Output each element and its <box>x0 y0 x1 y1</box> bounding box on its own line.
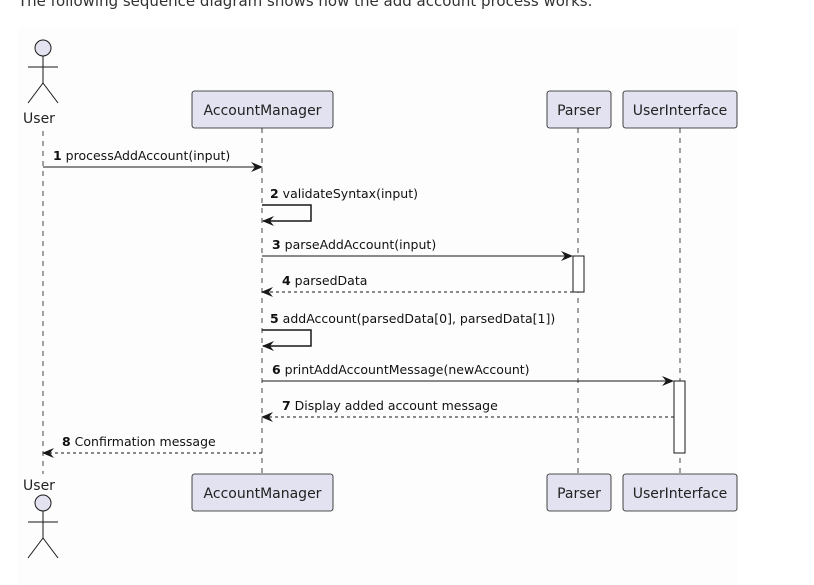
intro-text: The following sequence diagram shows how… <box>18 0 593 10</box>
participant-box-user-interface-top <box>622 90 738 129</box>
participant-box-parser-bottom <box>546 473 612 512</box>
participant-box-account-manager-top <box>191 90 334 129</box>
message-label-7: 7 Display added account message <box>282 398 498 413</box>
message-label-4: 4 parsedData <box>282 273 367 288</box>
message-label-6: 6 printAddAccountMessage(newAccount) <box>272 362 530 377</box>
activation-bar-parser <box>572 255 585 293</box>
actor-user-bottom <box>27 494 59 559</box>
message-label-3: 3 parseAddAccount(input) <box>272 237 436 252</box>
participant-label-account-manager-top: AccountManager <box>204 103 322 119</box>
sequence-diagram-canvas: UserUserAccountManagerAccountManagerPars… <box>23 39 738 559</box>
participant-box-user-interface-bottom <box>622 473 738 512</box>
message-label-5: 5 addAccount(parsedData[0], parsedData[1… <box>270 311 555 326</box>
participant-label-account-manager-bottom: AccountManager <box>204 486 322 502</box>
message-label-8: 8 Confirmation message <box>62 434 216 449</box>
message-arrow-5 <box>262 329 312 351</box>
participant-label-user-interface-bottom: UserInterface <box>633 486 728 502</box>
activation-bar-user-interface <box>673 380 686 454</box>
participant-label-user-interface-top: UserInterface <box>633 103 728 119</box>
participant-label-parser-top: Parser <box>557 103 601 119</box>
participant-label-user-bottom: User <box>23 478 55 494</box>
actor-user-top <box>27 39 59 104</box>
message-arrow-2 <box>262 204 312 226</box>
participant-label-user-top: User <box>23 111 55 127</box>
participant-box-account-manager-bottom <box>191 473 334 512</box>
participant-label-parser-bottom: Parser <box>557 486 601 502</box>
participant-box-parser-top <box>546 90 612 129</box>
message-label-2: 2 validateSyntax(input) <box>270 186 418 201</box>
message-label-1: 1 processAddAccount(input) <box>53 148 230 163</box>
